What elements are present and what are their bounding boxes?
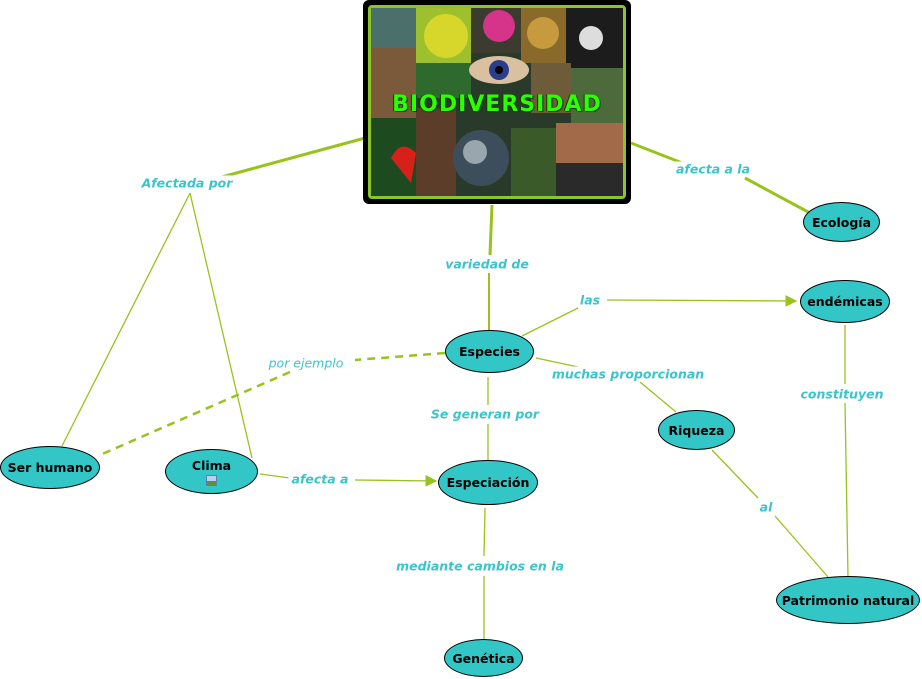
link-afecta-a-especiacion (354, 475, 438, 487)
link-afecta-la-ecologia (744, 176, 811, 215)
link-label-mediante-cambios[interactable]: mediante cambios en la (393, 558, 567, 574)
node-genetica[interactable]: Genética (444, 639, 523, 677)
node-clima-label: Clima (191, 457, 232, 473)
node-especiacion[interactable]: Especiación (438, 460, 538, 505)
link-label-variedad-de[interactable]: variedad de (442, 256, 532, 272)
biodiversity-collage-image (371, 8, 623, 196)
node-ser-humano[interactable]: Ser humano (0, 446, 100, 489)
link-label-muchas-proporcionan[interactable]: muchas proporcionan (548, 366, 708, 382)
link-constituyen-patrimonio (844, 402, 849, 578)
link-hero-variedad (488, 204, 494, 256)
link-riqueza-al (711, 449, 759, 499)
link-label-por-ejemplo[interactable]: por ejemplo (265, 355, 347, 371)
node-clima[interactable]: Clima (165, 449, 258, 494)
node-especiacion-label: Especiación (446, 475, 530, 490)
link-clima-afecta-a (259, 473, 291, 479)
link-label-al[interactable]: al (756, 499, 776, 515)
link-por-ejemplo-ser-humano (99, 370, 291, 457)
node-genetica-label: Genética (452, 650, 515, 666)
node-riqueza[interactable]: Riqueza (658, 410, 735, 450)
node-especies-label: Especies (458, 344, 521, 359)
node-especies[interactable]: Especies (445, 330, 534, 373)
node-patrimonio-natural[interactable]: Patrimonio natural (776, 576, 920, 624)
link-especies-las (521, 307, 579, 337)
link-especies-muchas (535, 357, 584, 369)
link-label-afecta-a-la[interactable]: afecta a la (672, 161, 754, 177)
image-attachment-icon[interactable] (206, 474, 217, 486)
link-muchas-riqueza (639, 381, 677, 413)
link-las-endemicas (606, 295, 798, 307)
link-especiacion-mediante (483, 507, 486, 557)
node-patrimonio-label: Patrimonio natural (781, 592, 915, 608)
node-endemicas[interactable]: endémicas (800, 280, 890, 323)
link-afectada-clima (189, 192, 253, 459)
link-label-afecta-a[interactable]: afecta a (288, 471, 352, 487)
link-al-patrimonio (774, 515, 829, 578)
link-afectada-ser-humano (61, 192, 191, 447)
node-ecologia-label: Ecología (811, 214, 872, 230)
link-label-constituyen[interactable]: constituyen (797, 386, 887, 402)
link-especies-por-ejemplo (354, 351, 446, 362)
node-riqueza-label: Riqueza (668, 422, 725, 438)
biodiversidad-image-node[interactable]: BIODIVERSIDAD (363, 0, 631, 204)
hero-title: BIODIVERSIDAD (392, 92, 602, 117)
node-endemicas-label: endémicas (807, 294, 883, 309)
node-ser-humano-label: Ser humano (7, 460, 93, 475)
link-hero-afectada (217, 136, 366, 180)
link-label-se-generan-por[interactable]: Se generan por (427, 406, 543, 422)
link-label-afectada-por[interactable]: Afectada por (138, 175, 236, 191)
node-ecologia[interactable]: Ecología (803, 202, 880, 242)
link-label-las[interactable]: las (576, 292, 604, 308)
